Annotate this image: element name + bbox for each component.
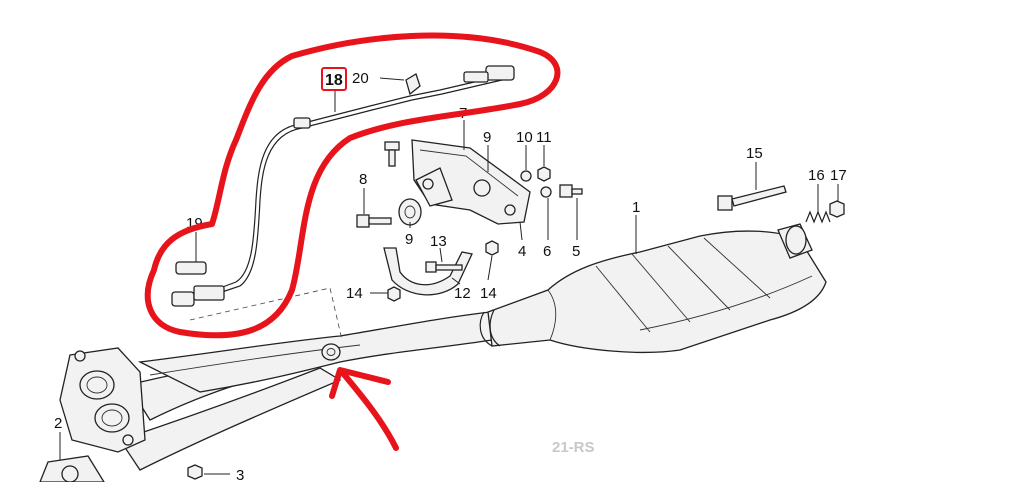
- callout-6: 6: [543, 243, 551, 260]
- nut-14-left: [387, 286, 401, 302]
- callout-8: 8: [359, 171, 367, 188]
- callout-10: 10: [516, 129, 533, 146]
- callout-14-right: 14: [480, 285, 497, 302]
- callout-1: 1: [632, 199, 640, 216]
- clamp-bracket: [383, 247, 473, 296]
- red-highlight-loop: [144, 32, 561, 339]
- callout-17: 17: [830, 167, 847, 184]
- sensor-location-outline: [189, 287, 343, 341]
- callout-11: 11: [536, 129, 552, 146]
- red-arrow-shaft: [339, 369, 399, 451]
- washer-10: [520, 170, 532, 182]
- bolt-8: [356, 214, 392, 228]
- bolt-9-upper: [384, 141, 400, 167]
- callout-2: 2: [54, 415, 62, 432]
- washer-6: [540, 186, 552, 198]
- callout-12: 12: [454, 285, 471, 302]
- catalytic-converter: [479, 223, 827, 354]
- callout-4: 4: [518, 243, 526, 260]
- callout-13: 13: [430, 233, 447, 250]
- nut-17: [829, 200, 845, 218]
- reference-code: 21-RS: [552, 439, 595, 456]
- nut-3: [187, 464, 203, 480]
- callout-16: 16: [808, 167, 825, 184]
- callout-20: 20: [352, 70, 369, 87]
- bolt-5: [559, 184, 583, 198]
- callout-14-left: 14: [346, 285, 363, 302]
- callout-18: 18: [325, 72, 343, 89]
- red-arrow-head: [329, 367, 391, 399]
- callout-9-lower: 9: [405, 231, 413, 248]
- oxygen-sensor-harness: [171, 65, 515, 307]
- nut-11: [537, 166, 551, 182]
- nut-14-right: [485, 240, 499, 256]
- bolt-15: [717, 185, 787, 211]
- callout-18-box: [321, 67, 347, 91]
- callout-5: 5: [572, 243, 580, 260]
- spring-16: [805, 210, 831, 224]
- heat-shield-bracket: [411, 139, 531, 225]
- rubber-mount: [398, 198, 422, 226]
- callout-3: 3: [236, 467, 244, 482]
- callout-15: 15: [746, 145, 763, 162]
- callout-9-upper: 9: [483, 129, 491, 146]
- leader-lines: [59, 77, 839, 475]
- front-exhaust-pipes: [39, 311, 493, 482]
